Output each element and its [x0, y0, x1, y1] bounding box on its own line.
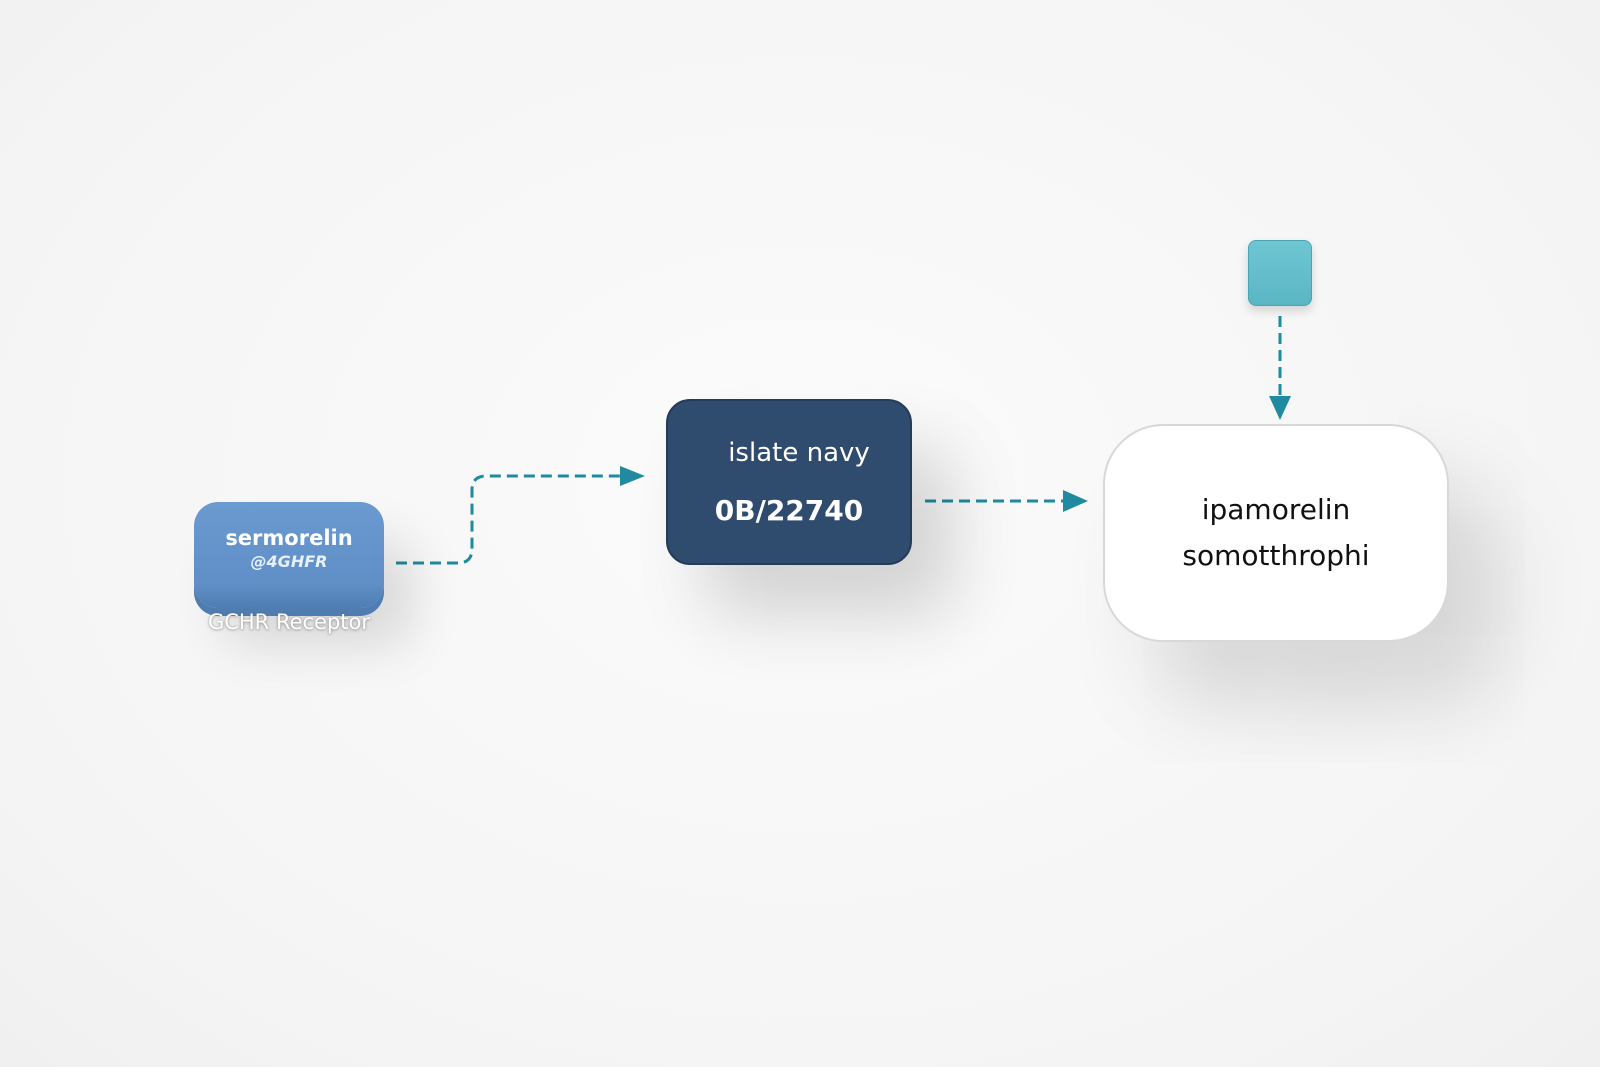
node-ipamorelin-line1: ipamorelin: [1201, 493, 1351, 526]
node-sermorelin-subtitle: @4GHFR: [250, 552, 328, 571]
arrowhead-ipamorelin: [1063, 490, 1088, 512]
node-sermorelin-caption: GCHR Receptor: [207, 610, 371, 634]
node-sermorelin-title: sermorelin: [225, 526, 353, 550]
node-navy-code: 0B/22740: [714, 493, 864, 527]
edge-sermorelin-to-navy: [396, 474, 630, 565]
arrowhead-square: [1269, 396, 1291, 420]
arrowhead-navy: [620, 466, 645, 486]
node-navy[interactable]: islate navy 0B/22740: [666, 399, 912, 565]
node-square[interactable]: [1248, 240, 1312, 306]
node-ipamorelin-line2: somotthrophi: [1182, 539, 1370, 572]
node-ipamorelin[interactable]: ipamorelin somotthrophi: [1103, 424, 1449, 642]
node-navy-title: islate navy: [728, 437, 870, 468]
node-sermorelin[interactable]: sermorelin @4GHFR: [194, 502, 384, 608]
